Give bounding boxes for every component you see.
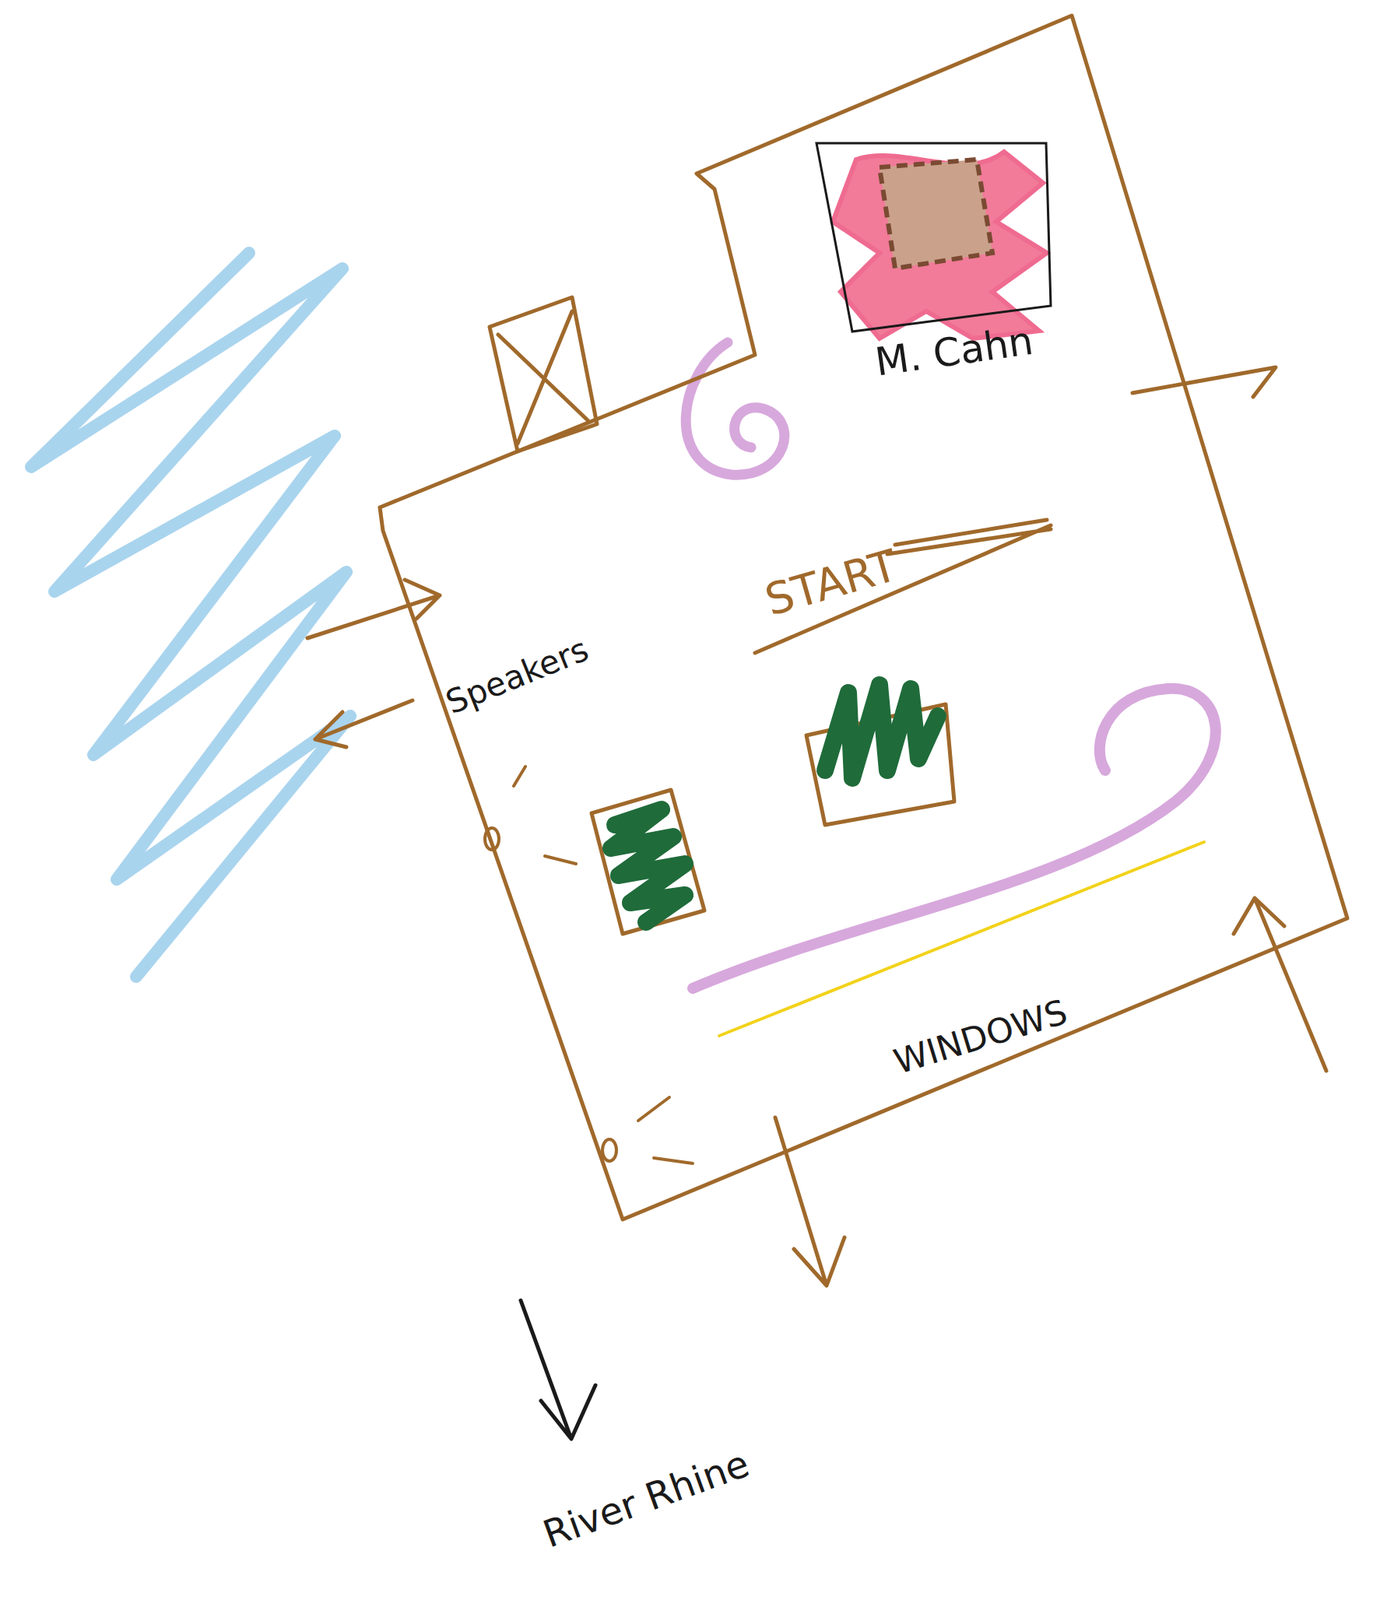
picture-box: M. Cahn bbox=[809, 136, 1067, 394]
start-label: START bbox=[759, 540, 903, 626]
river-label: River Rhine bbox=[537, 1441, 755, 1556]
speaker-symbol bbox=[484, 766, 693, 1164]
windows-label: WINDOWS bbox=[889, 991, 1072, 1082]
crossed-box bbox=[489, 297, 597, 452]
direction-arrow bbox=[520, 1300, 596, 1440]
speakers-label: Speakers bbox=[440, 630, 594, 723]
green-box bbox=[806, 684, 955, 826]
room-outline bbox=[379, 15, 1348, 1220]
water-scribble bbox=[31, 252, 351, 977]
exit-arrow bbox=[307, 367, 1327, 1286]
start-line bbox=[754, 519, 1051, 654]
green-box bbox=[591, 790, 705, 935]
